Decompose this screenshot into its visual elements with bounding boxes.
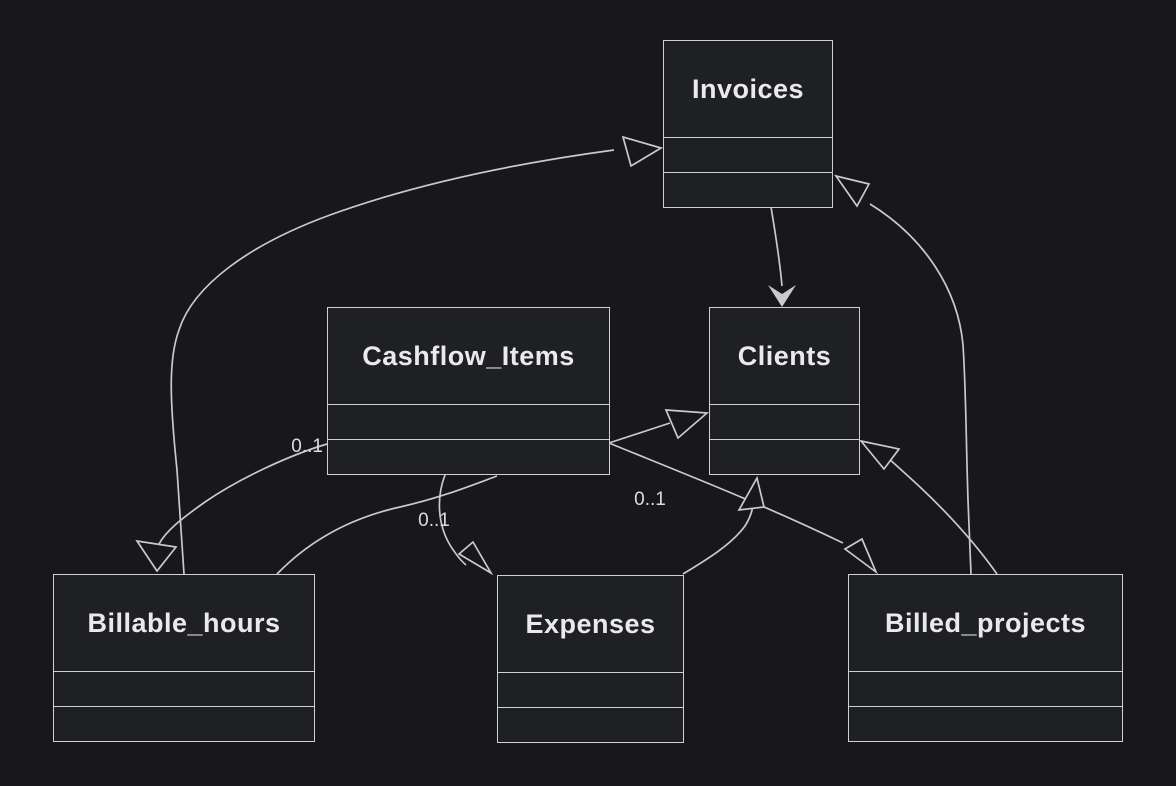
arrowhead-vee-at-clients-top [768, 285, 796, 307]
methods-compartment [54, 706, 314, 741]
attributes-compartment [328, 404, 609, 439]
class-box-invoices: Invoices [663, 40, 833, 208]
methods-compartment [328, 439, 609, 474]
class-box-billable-hours: Billable_hours [53, 574, 315, 742]
class-title-clients: Clients [737, 340, 832, 371]
arrowhead-triangle-at-invoices-right [834, 174, 871, 208]
class-title-cashflow-items: Cashflow_Items [362, 340, 575, 371]
class-box-cashflow-items: Cashflow_Items [327, 307, 610, 475]
attributes-compartment [54, 671, 314, 706]
cardinality-label-cashflow-to-billed: 0..1 [634, 489, 666, 510]
arrowhead-triangle-at-billed-projects-top-left [843, 537, 879, 575]
arrowhead-triangle-at-clients-left [664, 409, 710, 440]
methods-compartment [498, 707, 683, 742]
arrowhead-triangle-at-invoices-left [621, 135, 664, 168]
methods-compartment [849, 706, 1122, 741]
class-title-billed-projects: Billed_projects [884, 607, 1087, 638]
arrowhead-triangle-at-expenses-top-left [457, 540, 494, 576]
class-box-clients: Clients [709, 307, 860, 475]
attributes-compartment [498, 672, 683, 707]
attributes-compartment [710, 404, 859, 439]
methods-compartment [710, 439, 859, 474]
class-box-billed-projects: Billed_projects [848, 574, 1123, 742]
attributes-compartment [849, 671, 1122, 706]
edge-billed-projects-to-invoices [869, 203, 972, 575]
attributes-compartment [664, 137, 832, 172]
edge-billable-hours-to-cashflow-items [276, 475, 498, 575]
class-title-expenses: Expenses [525, 608, 656, 639]
edge-cashflow-items-to-expenses [438, 474, 467, 566]
arrowhead-triangle-at-billable-hours-top [135, 539, 178, 573]
edge-billable-hours-to-invoices [170, 149, 615, 575]
edge-billed-projects-to-clients [887, 457, 998, 575]
class-box-expenses: Expenses [497, 575, 684, 743]
class-title-invoices: Invoices [691, 73, 805, 104]
class-title-billable-hours: Billable_hours [87, 607, 281, 638]
edge-cashflow-items-to-billable-hours [158, 443, 328, 545]
edge-cashflow-items-to-billed-projects [608, 442, 844, 544]
edge-cashflow-items-to-clients [608, 422, 671, 444]
arrowhead-triangle-at-clients-right [858, 439, 901, 471]
cardinality-label-cashflow-to-billable: 0..1 [291, 436, 323, 457]
edge-invoices-to-clients [770, 206, 783, 287]
arrowhead-triangle-at-clients-bottom [737, 475, 766, 512]
methods-compartment [664, 172, 832, 207]
cardinality-label-cashflow-to-expenses: 0..1 [418, 510, 450, 531]
